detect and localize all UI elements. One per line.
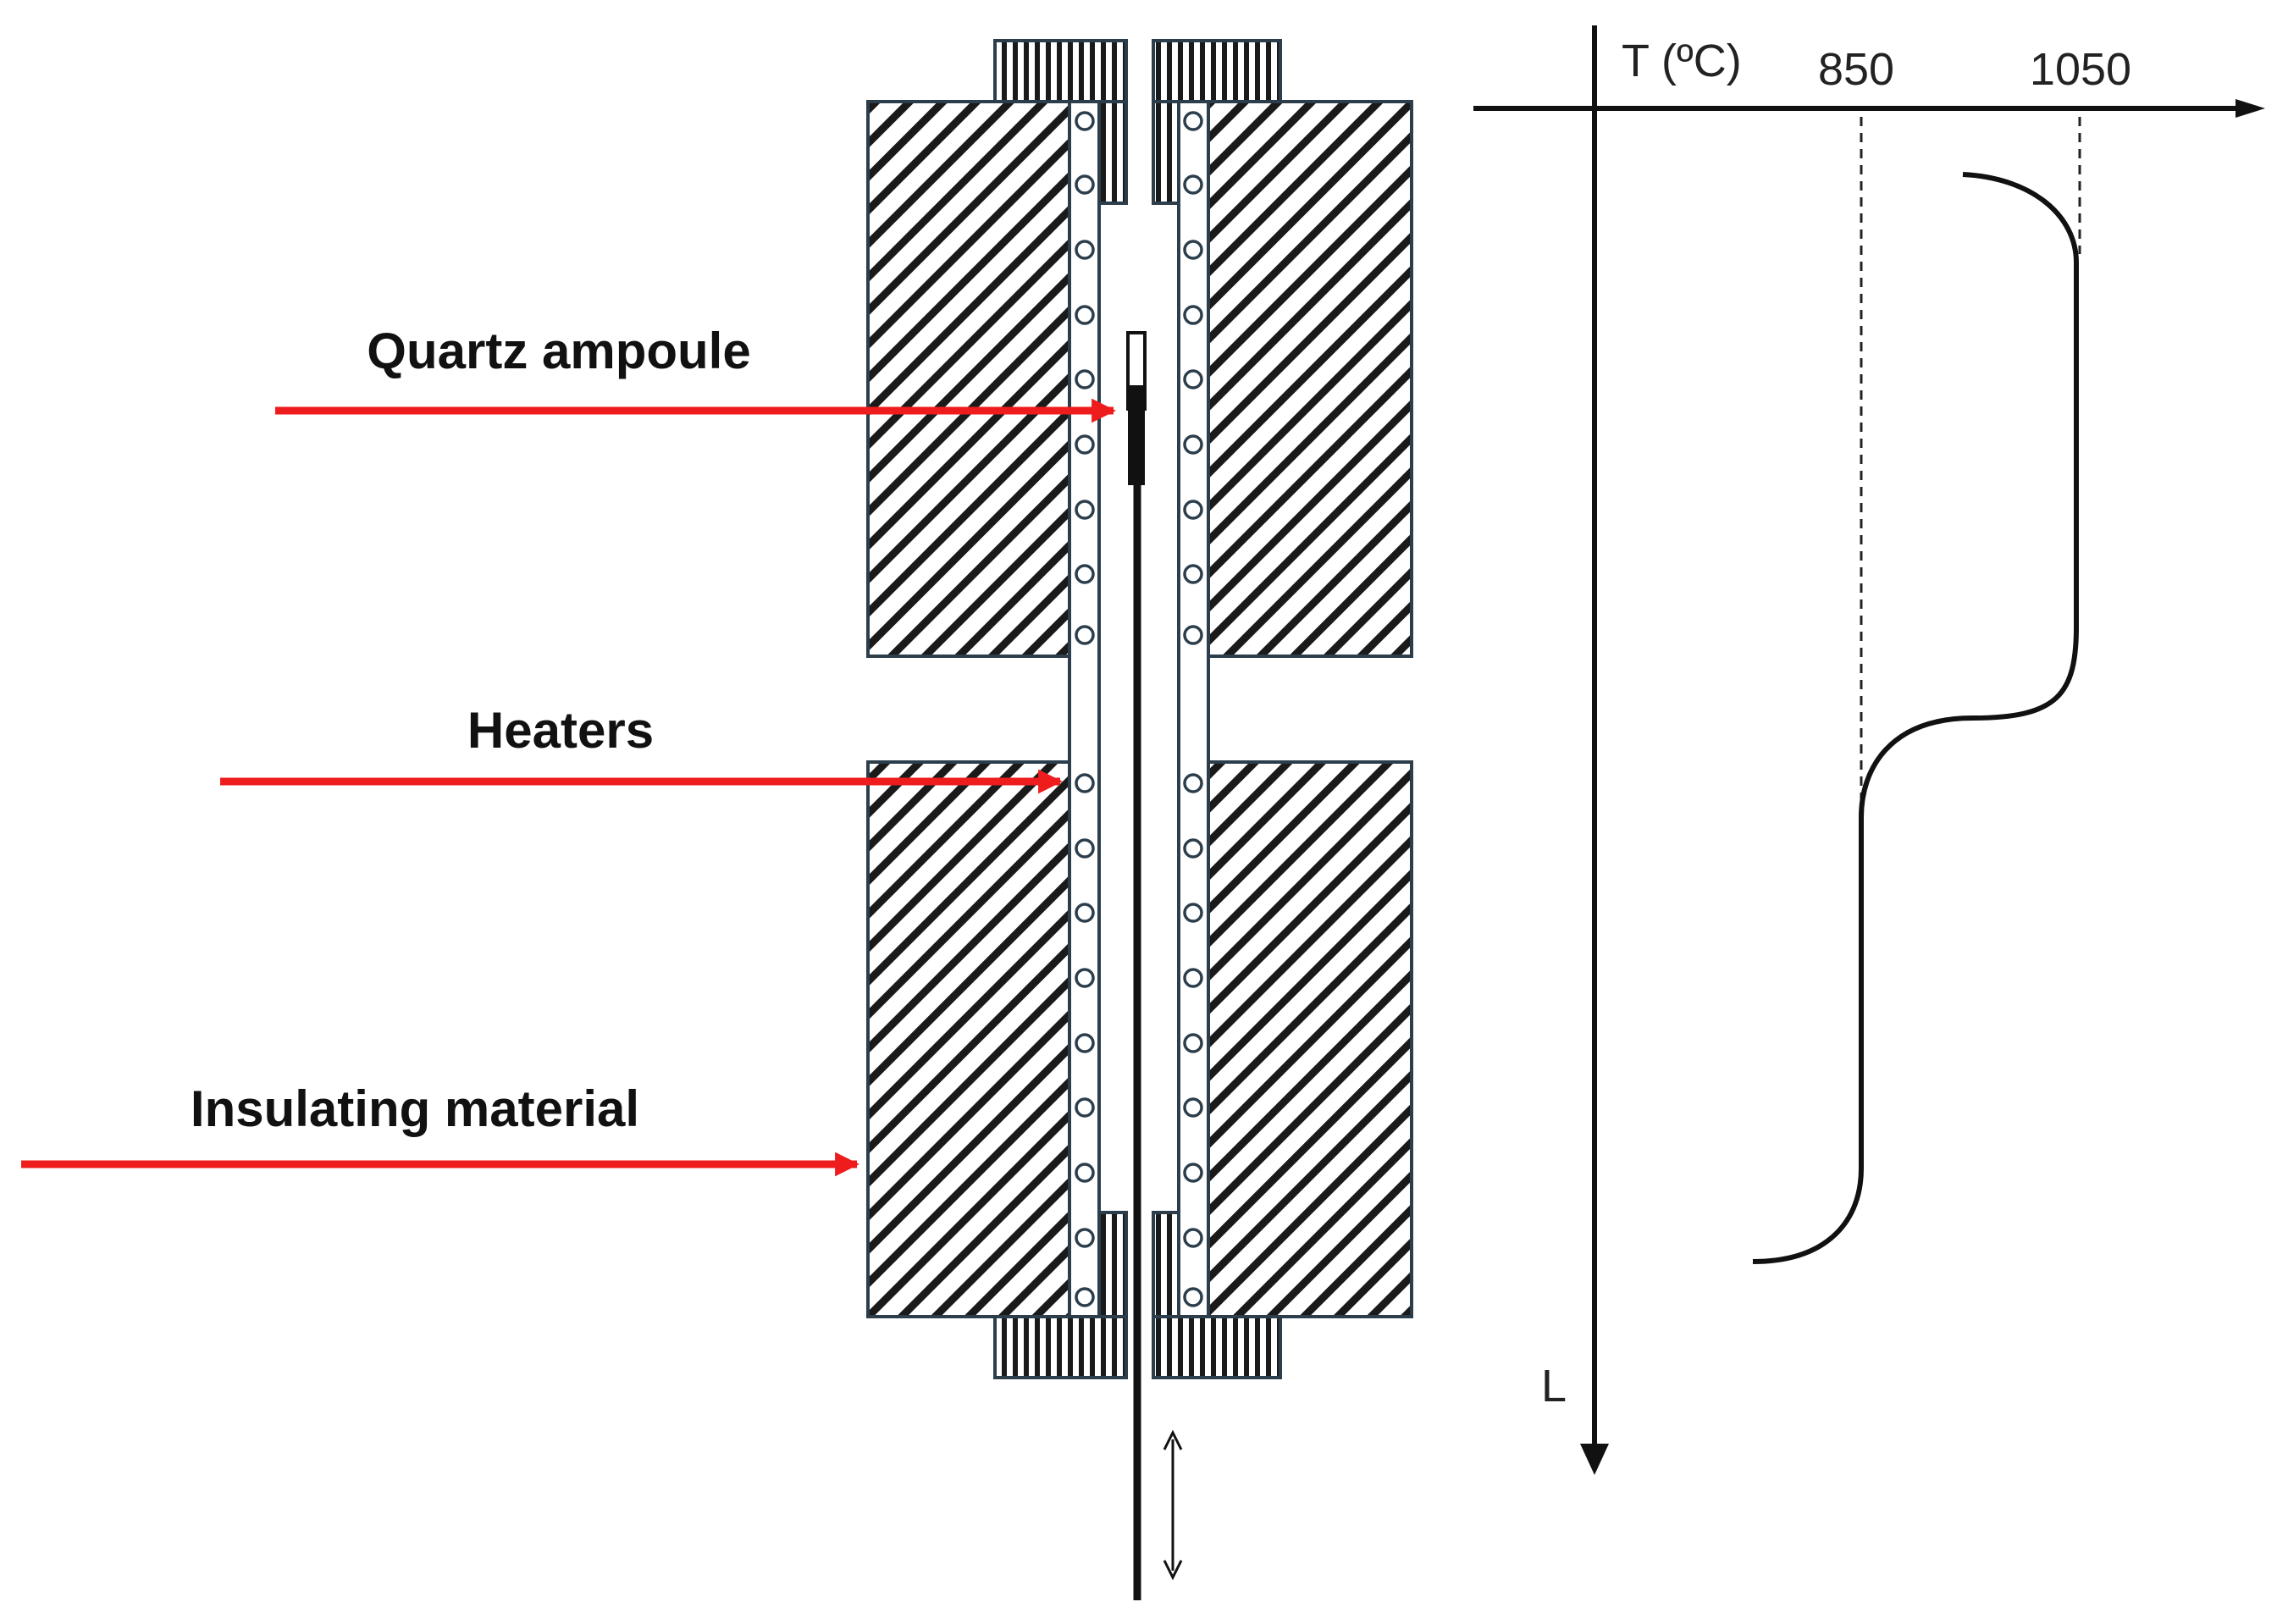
heater-coil [1075, 1228, 1095, 1248]
heater-coil [1075, 773, 1095, 793]
ampoule-crystal [1128, 385, 1145, 485]
heater-coil [1075, 564, 1095, 584]
length-axis-arrowhead [1580, 1444, 1609, 1475]
insulation-block-top-left [866, 100, 1071, 658]
tick-label-1050: 1050 [2030, 44, 2131, 95]
insulation-blocks [866, 100, 1413, 1318]
heater-coil [1075, 500, 1095, 520]
translation-double-arrow [1163, 1429, 1183, 1581]
heater-coil [1075, 1097, 1095, 1118]
bottom-plug-right [1152, 1211, 1180, 1318]
heater-coil [1075, 369, 1095, 389]
heater-walls [1068, 102, 1210, 1317]
heater-coil [1075, 903, 1095, 923]
quartz-ampoule-label: Quartz ampoule [367, 323, 750, 379]
heater-coil [1183, 625, 1203, 645]
temperature-profile-graph: T (ºC) 850 1050 L [1473, 25, 2265, 1475]
heater-coil [1183, 434, 1203, 455]
quartz-ampoule [1126, 331, 1147, 485]
temperature-axis-label: T (ºC) [1622, 36, 1742, 86]
temperature-axis-arrowhead [2236, 99, 2265, 118]
heater-coil [1183, 1287, 1203, 1307]
heater-coil [1075, 838, 1095, 859]
top-plug-right [1152, 100, 1180, 205]
heater-coil [1183, 1097, 1203, 1118]
insulating-material-label: Insulating material [191, 1080, 639, 1137]
bottom-plug-left [1097, 1211, 1128, 1318]
heater-coil [1183, 1228, 1203, 1248]
heater-coil [1075, 111, 1095, 131]
heater-coil [1183, 968, 1203, 988]
heater-coil [1183, 564, 1203, 584]
heater-coil [1183, 1163, 1203, 1183]
heater-coil [1075, 625, 1095, 645]
heater-coil [1183, 111, 1203, 131]
heater-coil [1183, 369, 1203, 389]
heater-coil [1075, 1163, 1095, 1183]
top-cap-right [1152, 39, 1282, 103]
heater-coil [1183, 174, 1203, 195]
temperature-profile-curve [1752, 172, 2079, 1264]
heater-coil [1183, 500, 1203, 520]
bottom-cap-left [993, 1315, 1128, 1379]
top-cap-left [993, 39, 1128, 103]
heater-coil [1183, 903, 1203, 923]
heater-coil [1075, 1287, 1095, 1307]
heater-coils [1075, 111, 1203, 1307]
label-arrows [21, 398, 1116, 1177]
heaters-label: Heaters [467, 702, 654, 759]
length-axis-label: L [1541, 1361, 1567, 1411]
tick-label-850: 850 [1818, 44, 1894, 95]
heater-coil [1075, 240, 1095, 260]
insulation-block-bottom-right [1207, 760, 1413, 1318]
heater-coil [1075, 1033, 1095, 1053]
heater-coil [1183, 305, 1203, 325]
insulation-block-top-right [1207, 100, 1413, 658]
heater-coil [1075, 434, 1095, 455]
top-plug-left [1097, 100, 1128, 205]
heater-coil [1183, 773, 1203, 793]
heater-coil [1075, 968, 1095, 988]
heater-coil [1075, 305, 1095, 325]
heater-coil [1075, 174, 1095, 195]
heater-coil [1183, 240, 1203, 260]
heater-coil [1183, 838, 1203, 859]
heater-coil [1183, 1033, 1203, 1053]
insulation-block-bottom-left [866, 760, 1071, 1318]
bottom-cap-right [1152, 1315, 1282, 1379]
